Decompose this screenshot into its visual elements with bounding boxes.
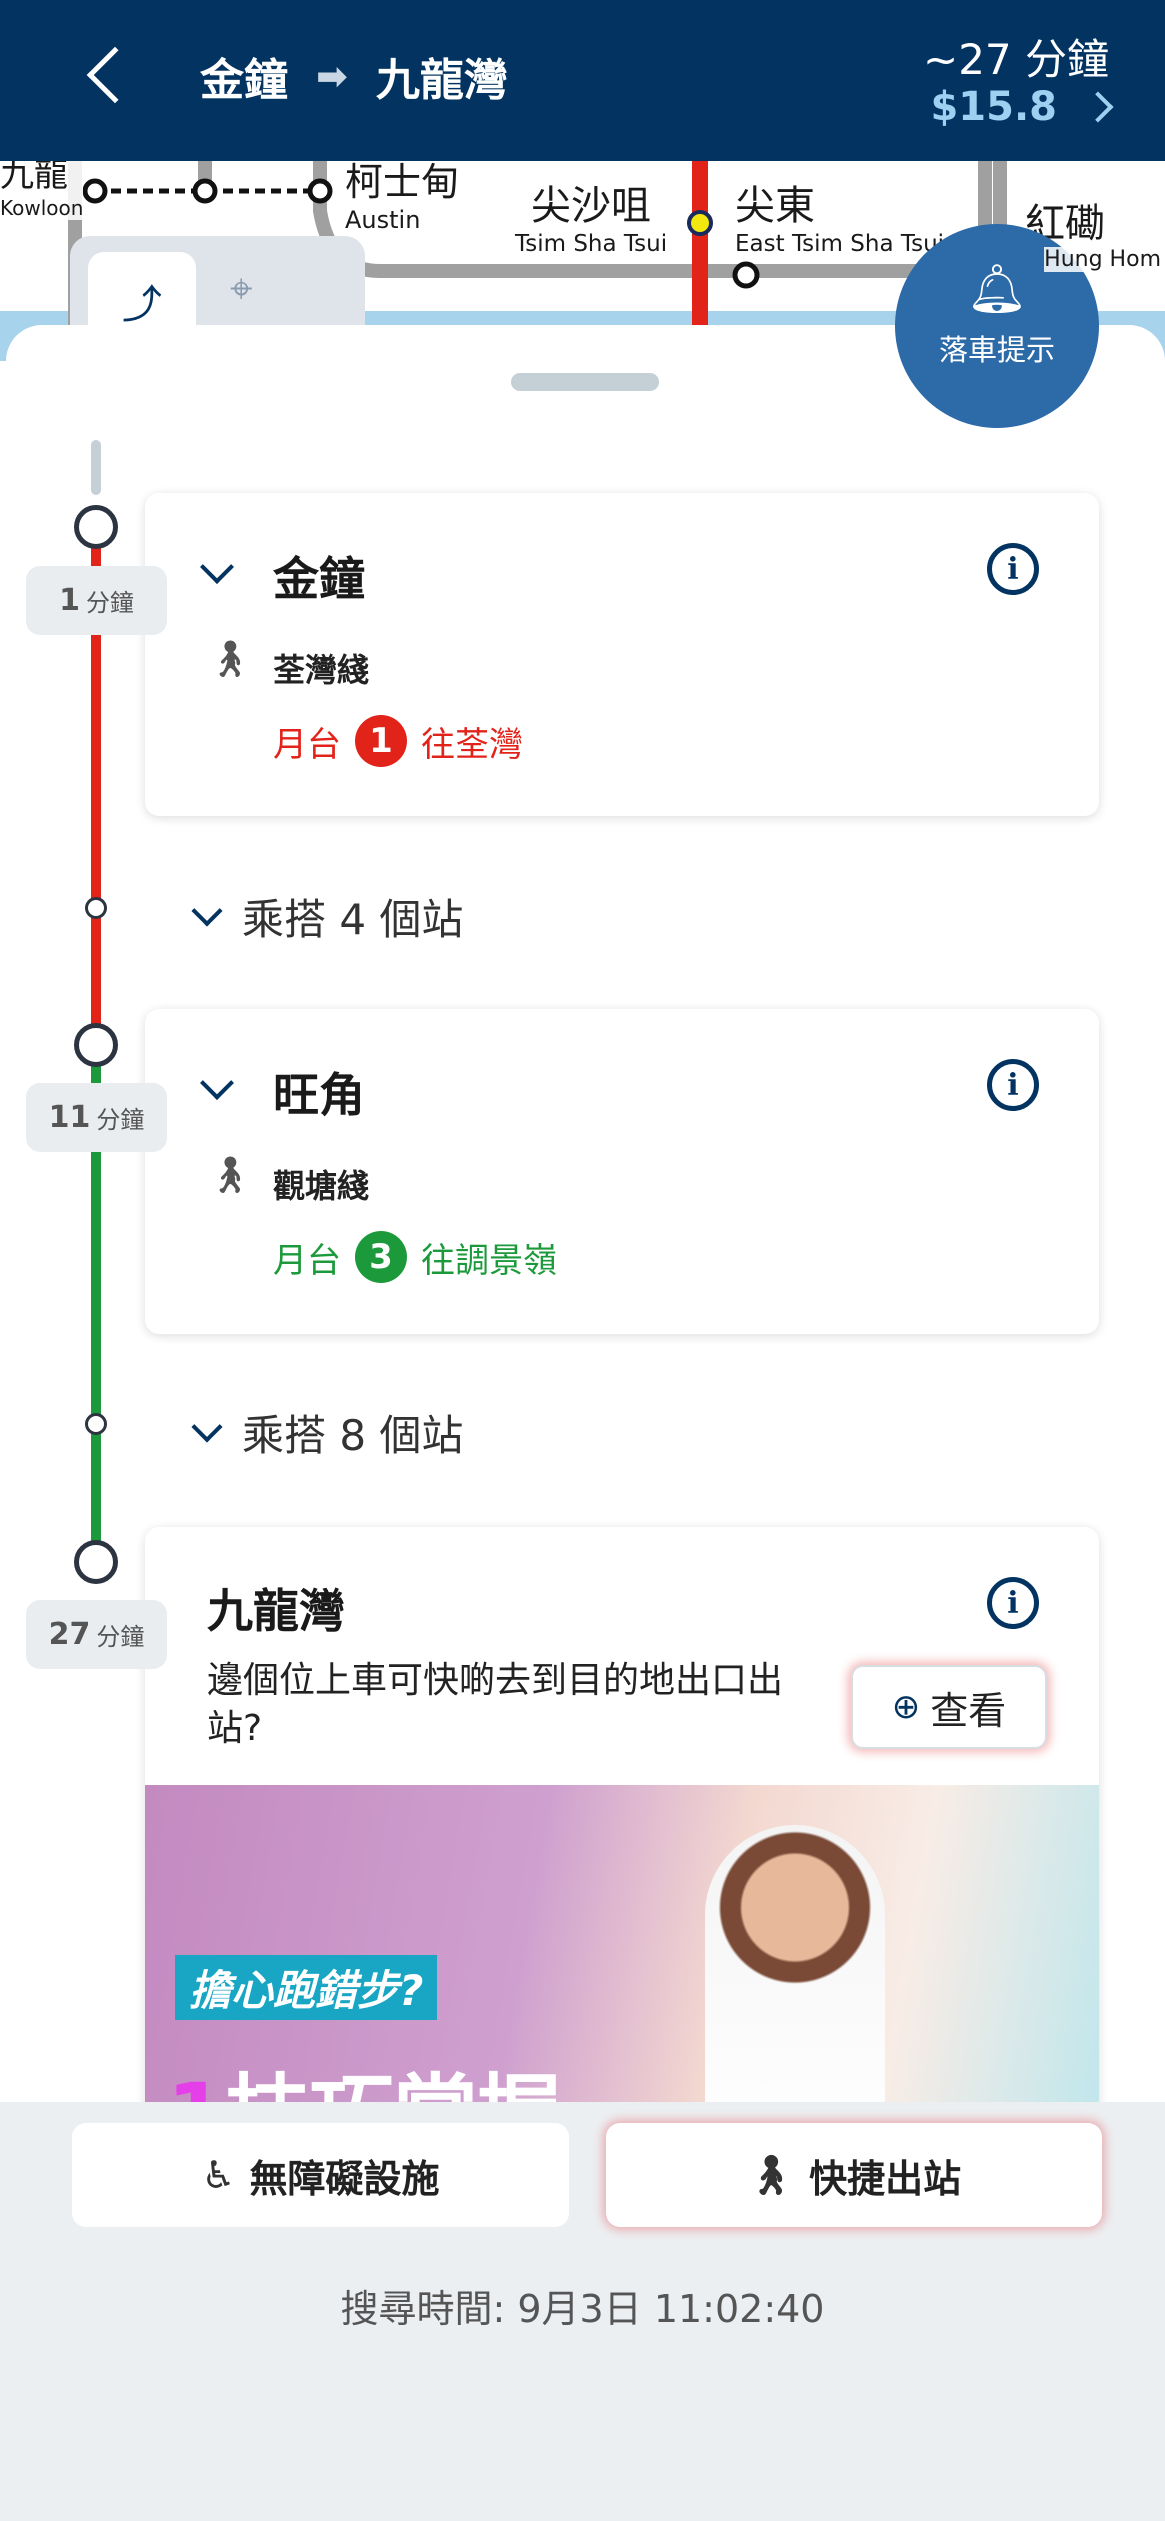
elapsed-minutes: 1 xyxy=(59,583,80,618)
line-name: 荃灣綫 xyxy=(273,651,370,689)
fare: $15.8 xyxy=(930,84,1057,130)
exit-hint: 邊個位上車可快啲去到目的地出口出站? xyxy=(207,1660,784,1749)
origin-station: 金鐘 xyxy=(200,55,288,106)
direction: 往調景嶺 xyxy=(421,1240,557,1281)
stop-marker xyxy=(74,1023,118,1067)
alert-label: 落車提示 xyxy=(938,333,1055,367)
platform-info: 月台 3 往調景嶺 xyxy=(273,1231,557,1283)
map-view-tab[interactable]: ⌖ xyxy=(230,266,253,312)
stop-marker xyxy=(74,1540,118,1584)
line-name: 觀塘綫 xyxy=(273,1167,370,1205)
destination-station: 九龍灣 xyxy=(375,55,508,106)
platform-label: 月台 xyxy=(273,724,341,765)
info-icon[interactable]: i xyxy=(987,1059,1039,1111)
walk-icon: 🚶︎ xyxy=(207,639,253,680)
arrow-right-icon: ➡ xyxy=(316,54,348,98)
chevron-right-icon xyxy=(1082,91,1114,123)
elapsed-minutes: 27 xyxy=(48,1617,91,1652)
walk-icon: 🚶︎ xyxy=(207,1155,253,1196)
info-icon[interactable]: i xyxy=(987,1577,1039,1629)
elapsed-minutes: 11 xyxy=(48,1100,91,1135)
platform-number: 3 xyxy=(355,1231,407,1283)
exit-walk-icon: 🚶︎ xyxy=(746,2152,796,2197)
accessibility-label: 無障礙設施 xyxy=(249,2156,440,2201)
chevron-down-icon xyxy=(191,894,223,927)
accessibility-button[interactable]: ♿︎ 無障礙設施 xyxy=(72,2123,569,2227)
station-name: 旺角 xyxy=(273,1068,365,1122)
ride-count: 乘搭 8 個站 xyxy=(242,1411,464,1460)
alert-button[interactable]: 🔔︎ 落車提示 xyxy=(895,224,1099,428)
banner-photo xyxy=(705,1825,885,2147)
platform-info: 月台 1 往荃灣 xyxy=(273,715,523,767)
timeline-start xyxy=(91,440,101,495)
direction: 往荃灣 xyxy=(421,724,523,765)
ride-count: 乘搭 4 個站 xyxy=(242,895,464,944)
quick-exit-button[interactable]: 🚶︎ 快捷出站 xyxy=(606,2123,1102,2227)
top-bar: 金鐘 ➡ 九龍灣 ~27 分鐘 $15.8 xyxy=(0,0,1165,161)
station-name: 金鐘 xyxy=(273,552,365,606)
wheelchair-icon: ♿︎ xyxy=(201,2153,236,2197)
timeline-red-segment xyxy=(91,540,101,1045)
stop-marker xyxy=(74,505,118,549)
promo-banner[interactable]: 擔心跑錯步? 1技巧掌握 xyxy=(145,1785,1099,2147)
stop-card-mong-kok[interactable]: 旺角 i 🚶︎ 觀塘綫 月台 3 往調景嶺 xyxy=(145,1009,1099,1334)
elapsed-unit: 分鐘 xyxy=(85,589,134,617)
elapsed-unit: 分鐘 xyxy=(96,1623,145,1651)
bell-icon: 🔔︎ xyxy=(966,261,1028,317)
stop-card-admiralty[interactable]: 金鐘 i 🚶︎ 荃灣綫 月台 1 往荃灣 xyxy=(145,493,1099,816)
elapsed-unit: 分鐘 xyxy=(96,1106,145,1134)
location-pin-icon: ⊕ xyxy=(891,1687,921,1727)
info-icon[interactable]: i xyxy=(987,543,1039,595)
map-station-hunghom-en: Hung Hom xyxy=(1044,247,1161,272)
banner-text-1: 擔心跑錯步? xyxy=(175,1955,438,2020)
chevron-down-icon[interactable] xyxy=(200,1066,234,1100)
platform-label: 月台 xyxy=(273,1240,341,1281)
quick-exit-label: 快捷出站 xyxy=(809,2156,962,2201)
timeline-green-segment xyxy=(91,1060,101,1560)
journey-duration: ~27 分鐘 xyxy=(923,35,1109,84)
ride-stations-toggle[interactable]: 乘搭 8 個站 xyxy=(191,1402,464,1463)
chevron-down-icon xyxy=(191,1410,223,1443)
chevron-down-icon[interactable] xyxy=(200,550,234,584)
station-name: 九龍灣 xyxy=(207,1584,345,1638)
ride-stations-toggle[interactable]: 乘搭 4 個站 xyxy=(191,886,464,947)
intermediate-marker xyxy=(85,897,107,919)
intermediate-marker xyxy=(85,1413,107,1435)
fare-button[interactable]: $15.8 xyxy=(930,84,1114,130)
route-title: 金鐘 ➡ 九龍灣 xyxy=(200,44,508,108)
drag-handle[interactable] xyxy=(511,373,659,391)
view-label: 查看 xyxy=(930,1688,1007,1733)
search-time: 搜尋時間: 9月3日 11:02:40 xyxy=(340,2287,825,2331)
platform-number: 1 xyxy=(355,715,407,767)
view-exit-button[interactable]: ⊕ 查看 xyxy=(851,1665,1047,1749)
back-button[interactable] xyxy=(86,46,144,104)
stop-card-kowloon-bay: 九龍灣 i 邊個位上車可快啲去到目的地出口出站? ⊕ 查看 擔心跑錯步? 1技巧… xyxy=(145,1527,1099,2147)
